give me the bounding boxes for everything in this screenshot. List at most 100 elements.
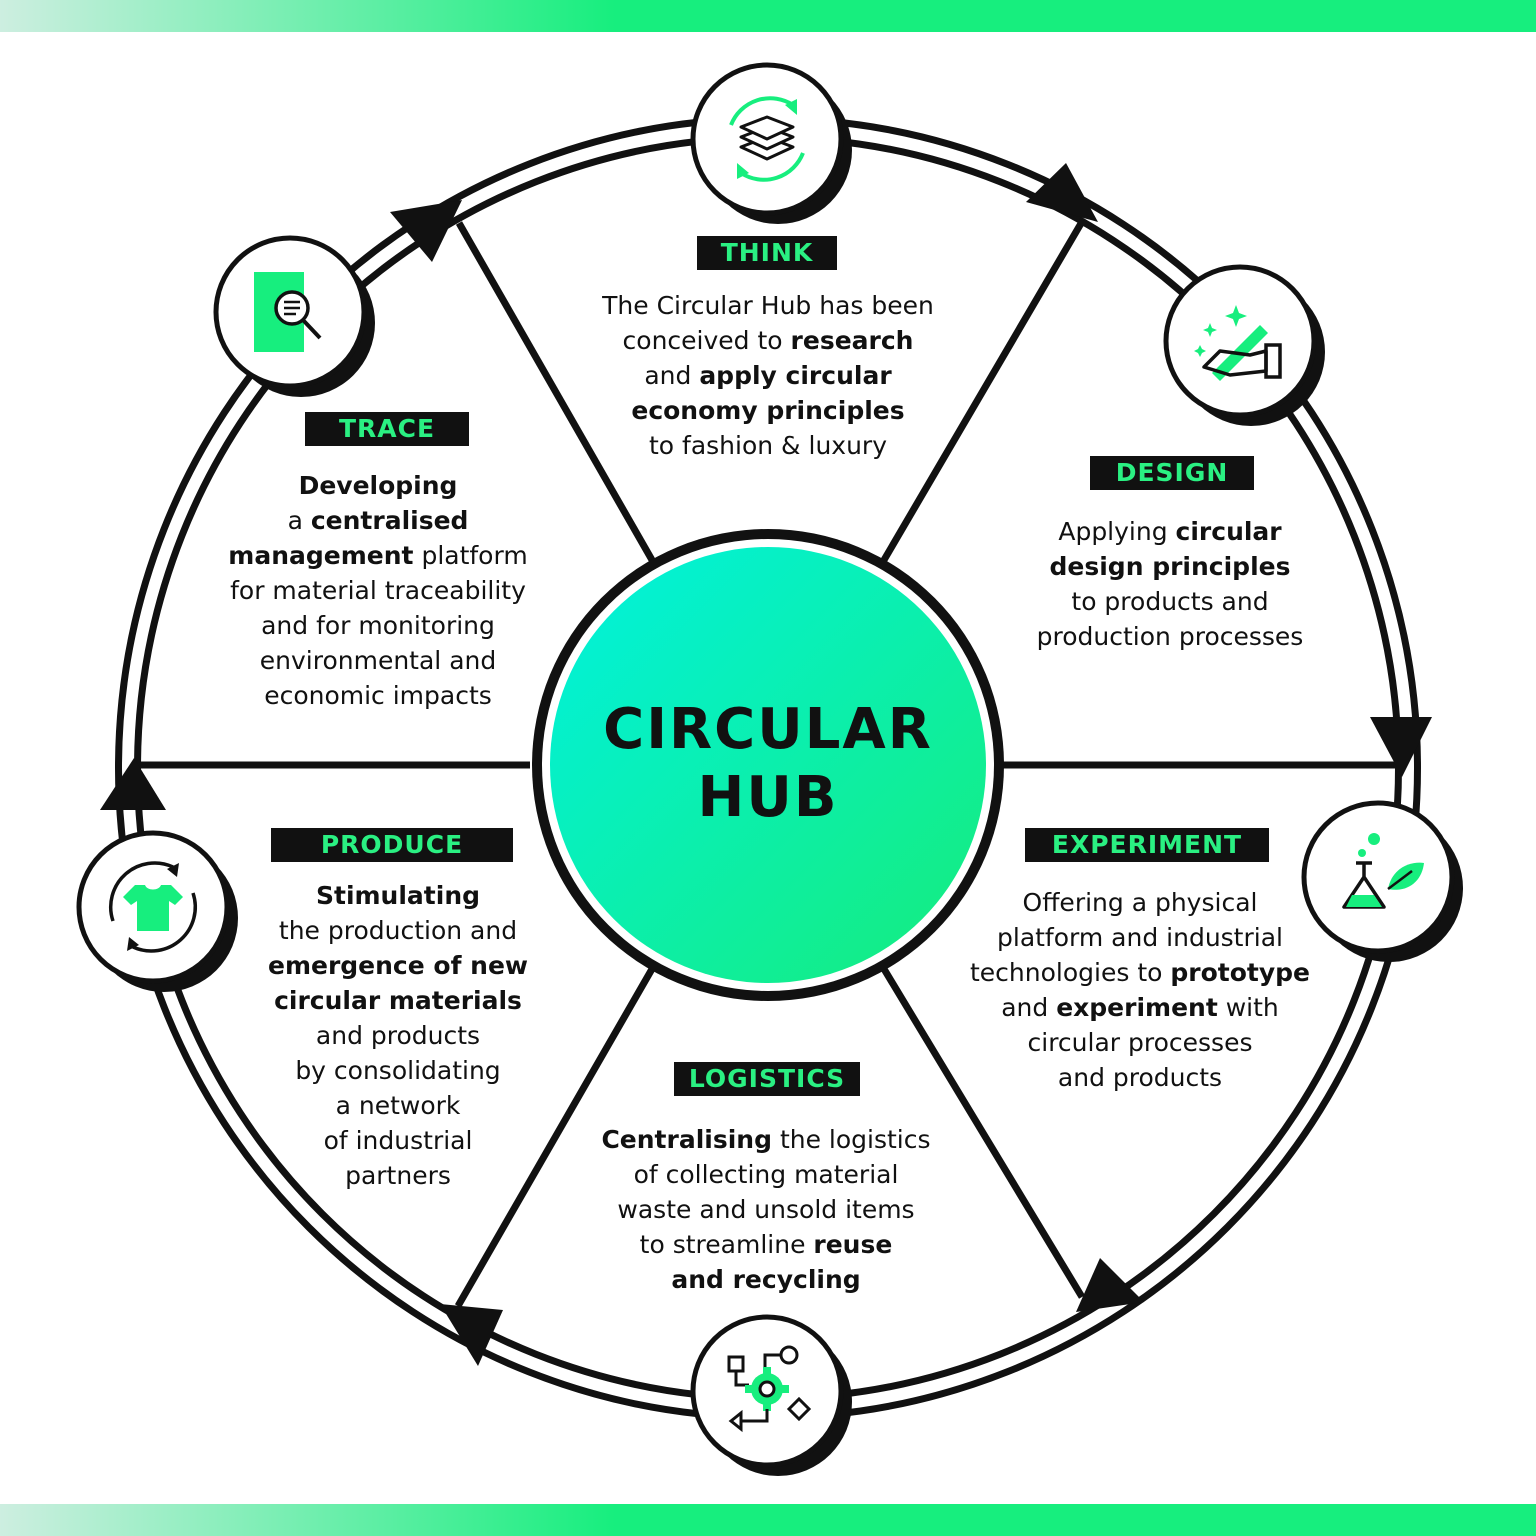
spoke-think-design [880,218,1087,562]
trace-desc-line: management platform [198,538,558,573]
think-desc-text: conceived to [622,326,791,355]
logistics-desc-text: of collecting material [633,1160,899,1189]
layers-cycle-icon [729,96,805,182]
spoke-think-trace [455,221,656,562]
think-desc-line: and apply circular [548,358,988,393]
produce-desc-text: a network [335,1091,461,1120]
produce-desc-text: emergence of new [267,951,529,980]
trace-desc-text: management [228,541,414,570]
logistics-desc-line: of collecting material [560,1157,972,1192]
trace-desc-text: environmental and [259,646,497,675]
label-experiment: EXPERIMENT [1025,828,1269,862]
experiment-desc-text: platform and industrial [997,923,1283,952]
arrow-experiment-to-logistics [1076,1258,1144,1312]
document-search-icon [254,272,322,352]
experiment-desc-text: Offering a physical [1022,888,1258,917]
arrow-design-to-experiment [1370,717,1432,777]
logistics-desc-line: to streamline reuse [560,1227,972,1262]
trace-desc-line: environmental and [198,643,558,678]
produce-desc-text: partners [345,1161,451,1190]
design-desc-text: production processes [1036,622,1304,651]
flask-leaf-icon [1342,833,1424,909]
trace-desc-text: for material traceability [230,576,526,605]
design-desc-text: to products and [1071,587,1269,616]
think-desc-text: apply circular [699,361,892,390]
produce-desc-line: the production and [238,913,558,948]
experiment-desc-line: Offering a physical [940,885,1340,920]
experiment-desc-line: circular processes [940,1025,1340,1060]
hub-title-line2: HUB [697,765,839,830]
design-desc-text: circular [1175,517,1282,546]
spokes [139,218,1396,1308]
produce-desc-line: of industrial [238,1123,558,1158]
think-desc-text: The Circular Hub has been [602,291,934,320]
tshirt-cycle-icon [109,861,197,953]
arrow-produce-to-trace [100,758,166,810]
design-desc-line: design principles [1000,549,1340,584]
label-produce: PRODUCE [271,828,513,862]
trace-desc-text: and for monitoring [261,611,495,640]
label-think: THINK [697,236,837,270]
produce-desc-text: the production and [278,916,518,945]
experiment-desc-text: prototype [1170,958,1310,987]
design-desc-text: design principles [1049,552,1291,581]
arrowheads [100,163,1432,1366]
think-desc-line: to fashion & luxury [548,428,988,463]
think-desc-line: economy principles [548,393,988,428]
produce-desc-line: and products [238,1018,558,1053]
produce-desc-line: Stimulating [238,878,558,913]
produce-desc-line: a network [238,1088,558,1123]
produce-desc-line: circular materials [238,983,558,1018]
think-desc-text: economy principles [631,396,905,425]
logistics-desc-line: and recycling [560,1262,972,1297]
trace-desc-text: Developing [298,471,458,500]
hub-title: CIRCULAR HUB [538,696,998,832]
desc-produce: Stimulating the production and emergence o… [238,878,558,1193]
produce-desc-text: circular materials [274,986,522,1015]
experiment-desc-line: technologies to prototype [940,955,1340,990]
trace-desc-text: centralised [310,506,469,535]
logistics-desc-text: reuse [813,1230,893,1259]
experiment-desc-text: with [1217,993,1279,1022]
produce-desc-text: and products [315,1021,481,1050]
spoke-logistics-produce [454,967,656,1308]
bottom-accent-band [0,1504,1536,1536]
experiment-desc-line: and products [940,1060,1340,1095]
design-desc-line: Applying circular [1000,514,1340,549]
produce-desc-text: of industrial [323,1126,473,1155]
trace-desc-text: economic impacts [264,681,492,710]
trace-desc-line: and for monitoring [198,608,558,643]
experiment-desc-text: and products [1057,1063,1223,1092]
desc-think: The Circular Hub has been conceived to re… [548,288,988,463]
logistics-desc-text: Centralising [601,1125,772,1154]
trace-desc-text: platform [413,541,528,570]
think-desc-text: research [790,326,914,355]
logistics-desc-text: and recycling [671,1265,861,1294]
think-desc-line: The Circular Hub has been [548,288,988,323]
design-desc-line: to products and [1000,584,1340,619]
think-desc-line: conceived to research [548,323,988,358]
top-accent-band [0,0,1536,32]
label-logistics: LOGISTICS [674,1062,860,1096]
hand-pen-sparkle-icon [1194,305,1282,381]
trace-desc-line: for material traceability [198,573,558,608]
hub-circle [550,547,986,983]
think-desc-text: to fashion & luxury [648,431,887,460]
trace-desc-line: a centralised [198,503,558,538]
arrow-think-to-design [1026,163,1098,222]
experiment-desc-text: experiment [1056,993,1218,1022]
logistics-desc-text: to streamline [639,1230,814,1259]
experiment-desc-line: platform and industrial [940,920,1340,955]
process-flow-gear-icon [727,1345,812,1433]
trace-desc-line: Developing [198,468,558,503]
hub-title-line1: CIRCULAR [603,697,933,762]
produce-desc-line: by consolidating [238,1053,558,1088]
think-desc-text: and [644,361,700,390]
label-design: DESIGN [1090,456,1254,490]
experiment-desc-text: circular processes [1027,1028,1253,1057]
arrow-logistics-to-produce [440,1304,503,1366]
produce-desc-text: by consolidating [295,1056,501,1085]
